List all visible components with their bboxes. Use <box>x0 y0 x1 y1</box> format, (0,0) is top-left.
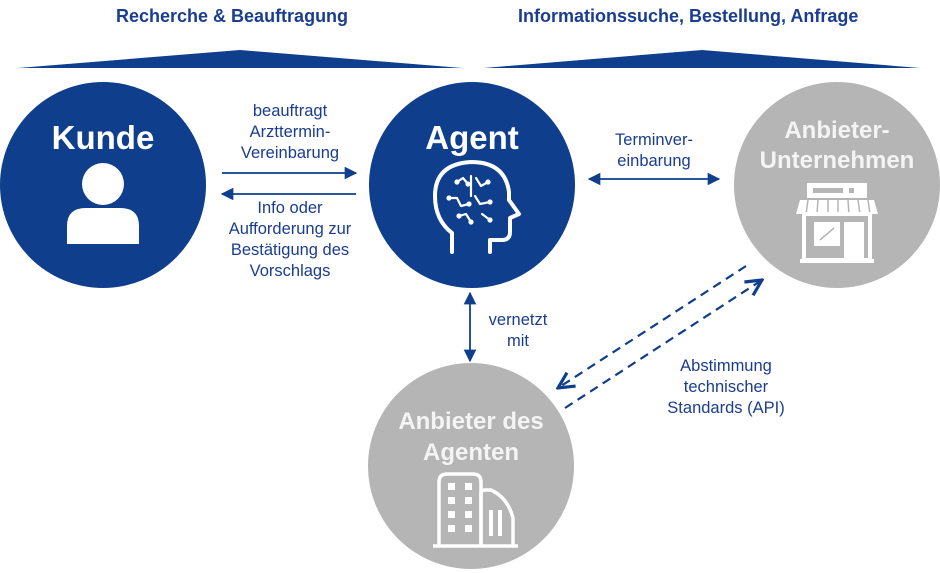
agent-anbieter-label-line-1: vernetzt <box>488 311 548 329</box>
kunde-to-agent-label-line-1: beauftragt <box>252 102 328 120</box>
dashed-arrow-to-anbieter <box>558 265 747 388</box>
anbieter-agenten-title-line-1: Anbieter des <box>398 408 544 435</box>
unternehmen-title: Anbieter- Unternehmen <box>737 116 937 176</box>
kunde-to-agent-label-line-3: Vereinbarung <box>240 144 340 162</box>
api-label-line-3: Standards (API) <box>667 399 785 417</box>
agent-to-kunde-label-line-1: Info oder <box>257 199 323 217</box>
anbieter-agenten-title-line-2: Agenten <box>423 439 519 466</box>
kunde-to-agent-label: beauftragt Arzttermin- Vereinbarung <box>210 101 370 164</box>
agent-title: Agent <box>425 119 519 156</box>
brain-head-icon <box>433 160 521 254</box>
anbieter-agenten-node-circle <box>368 363 574 569</box>
kunde-to-agent-label-line-2: Arzttermin- <box>249 123 331 141</box>
agent-unternehmen-label-line-2: einbarung <box>617 152 691 170</box>
unternehmen-title-line-1: Anbieter- <box>784 117 890 144</box>
api-label-line-2: technischer <box>683 378 769 396</box>
anbieter-agenten-title: Anbieter des Agenten <box>371 406 571 468</box>
office-buildings-icon <box>433 472 518 548</box>
header-bar-left <box>18 50 462 68</box>
storefront-icon <box>796 183 878 263</box>
kunde-title: Kunde <box>51 119 155 156</box>
header-left-label: Recherche & Beauftragung <box>116 6 349 26</box>
unternehmen-title-line-2: Unternehmen <box>759 147 915 174</box>
agent-unternehmen-label-line-1: Terminver- <box>615 131 693 149</box>
agent-unternehmen-label: Terminver- einbarung <box>594 130 714 172</box>
agent-to-kunde-label: Info oder Aufforderung zur Bestätigung d… <box>200 198 380 282</box>
agent-anbieter-label-line-2: mit <box>507 332 529 350</box>
header-right-label: Informationssuche, Bestellung, Anfrage <box>518 6 859 26</box>
agent-to-kunde-label-line-2: Aufforderung zur <box>228 220 352 238</box>
dashed-arrow-to-unternehmen <box>564 280 762 409</box>
header-bar-right <box>484 50 920 68</box>
person-icon <box>67 163 139 244</box>
agent-to-kunde-label-line-4: Vorschlags <box>249 262 331 280</box>
agent-anbieter-label: vernetzt mit <box>478 310 558 352</box>
api-label-line-1: Abstimmung <box>680 357 772 375</box>
agent-to-kunde-label-line-3: Bestätigung des <box>230 241 350 259</box>
api-label: Abstimmung technischer Standards (API) <box>646 356 806 419</box>
